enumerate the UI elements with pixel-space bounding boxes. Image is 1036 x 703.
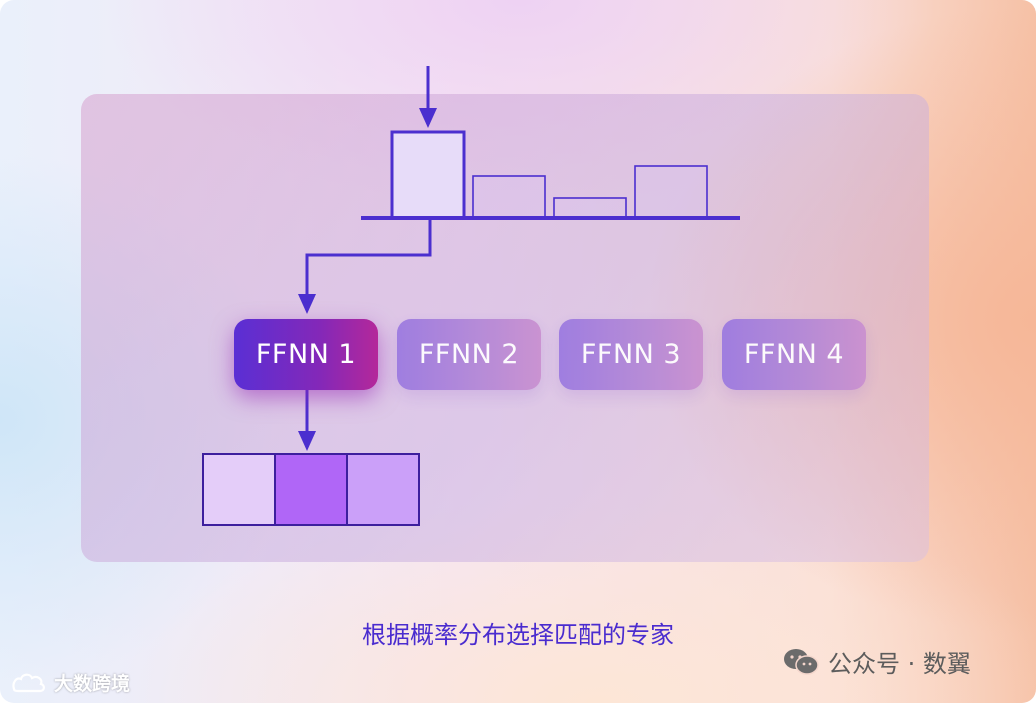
watermark-right: 公众号 · 数翼: [782, 644, 971, 679]
output-cell-2: [274, 453, 348, 526]
probability-bar-3: [553, 197, 627, 219]
diagram-caption: 根据概率分布选择匹配的专家: [362, 621, 674, 649]
watermark-left: 大数跨境: [10, 669, 130, 696]
wechat-icon: [784, 648, 819, 675]
output-arrow: [298, 390, 316, 451]
routing-arrow: [298, 220, 432, 314]
expert-ffnn-2: FFNN 2: [397, 319, 541, 390]
probability-bar-4: [634, 165, 708, 219]
watermark-left-text: 大数跨境: [54, 673, 131, 695]
watermark-right-text: 公众号 · 数翼: [828, 650, 971, 678]
cloud-logo-icon: [12, 673, 45, 692]
expert-ffnn-3: FFNN 3: [559, 319, 703, 390]
expert-ffnn-1: FFNN 1: [234, 319, 378, 390]
probability-bar-1: [390, 130, 466, 220]
router-probability-bars: [390, 130, 708, 220]
expert-ffnn-4: FFNN 4: [722, 319, 866, 390]
input-arrow: [419, 66, 437, 128]
output-cell-3: [346, 453, 420, 526]
probability-bar-2: [472, 175, 546, 219]
output-vector: [202, 453, 420, 526]
output-cell-1: [202, 453, 276, 526]
